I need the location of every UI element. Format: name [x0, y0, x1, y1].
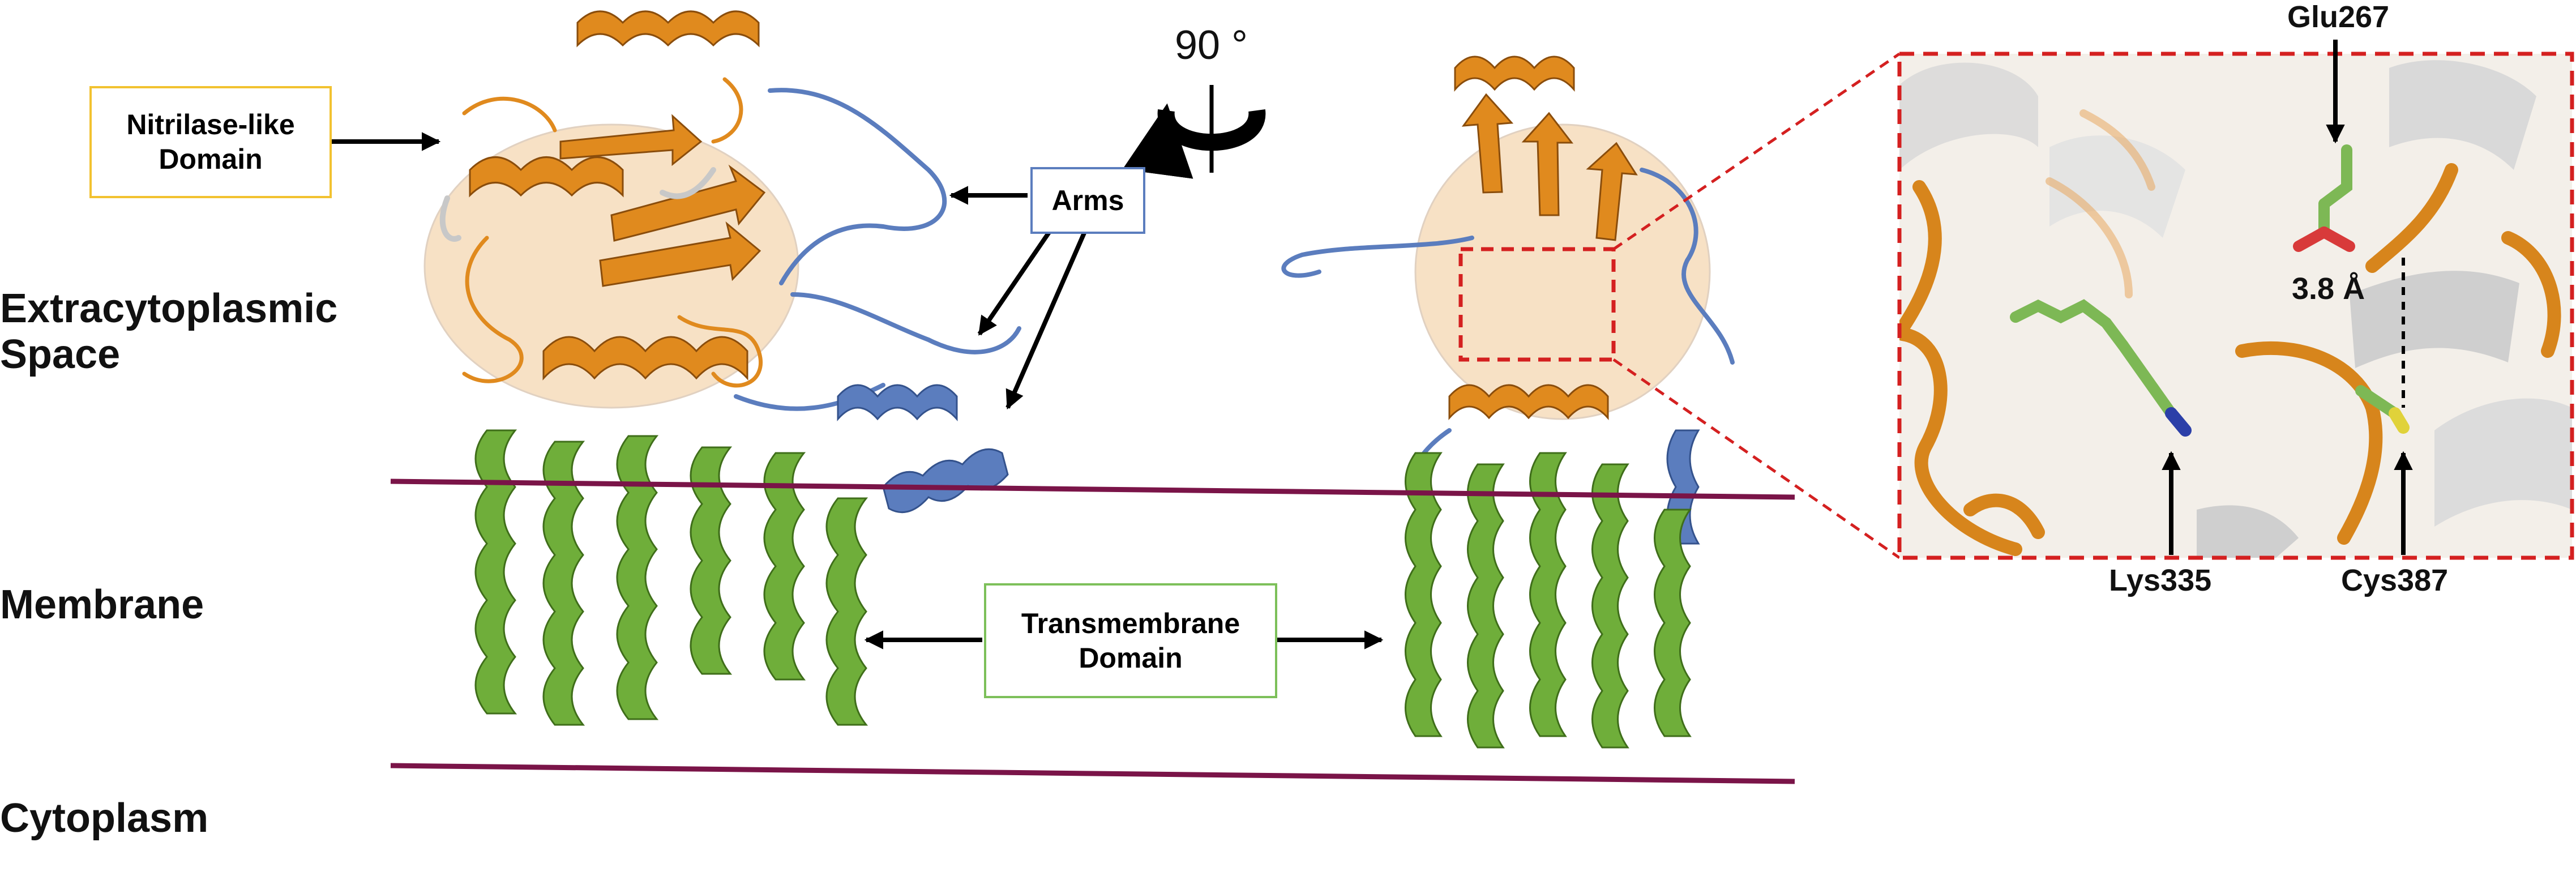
structure-left [423, 10, 1021, 726]
label-extracytoplasmic-line1: Extracytoplasmic [0, 286, 338, 331]
distance-label: 3.8 Å [2292, 272, 2365, 306]
lys-sidechain [2010, 299, 2192, 437]
nitrilase-domain-left [423, 10, 799, 409]
membrane-upper-line [390, 478, 1795, 500]
inset-frame [1897, 52, 2574, 560]
nitrilase-label-line2: Domain [159, 143, 263, 175]
transmembrane-domain-label-box: Transmembrane Domain [984, 583, 1277, 698]
transmembrane-label-line1: Transmembrane [1021, 607, 1240, 639]
nitrilase-label-line1: Nitrilase-like [126, 109, 295, 140]
active-site-inset [1897, 52, 2574, 560]
cys-sidechain [2355, 385, 2410, 434]
label-extracytoplasmic-space: Extracytoplasmic Space [0, 286, 337, 377]
label-extracytoplasmic-line2: Space [0, 331, 121, 377]
label-membrane: Membrane [0, 582, 204, 627]
zoom-box [1458, 247, 1616, 362]
nitrilase-loops-left [462, 77, 763, 388]
nitrilase-domain-label-box: Nitrilase-like Domain [89, 86, 332, 198]
transmembrane-domain-right [1405, 452, 1692, 749]
membrane-lines [390, 478, 1795, 784]
membrane-lower-line [390, 763, 1795, 784]
rotation-label: 90 ° [1175, 23, 1248, 68]
structure-right [1281, 55, 1735, 749]
transmembrane-label-line2: Domain [1079, 642, 1183, 674]
arms-left [734, 88, 1021, 514]
arrow-arms-2 [977, 225, 1055, 336]
glu-sidechain [2293, 144, 2355, 252]
transmembrane-domain-left [474, 429, 868, 726]
lys335-label: Lys335 [2109, 563, 2212, 597]
annotation-arrows [328, 40, 2413, 649]
label-cytoplasm: Cytoplasm [0, 796, 209, 841]
arrow-arms-3 [1005, 225, 1089, 410]
zoom-connectors [1612, 52, 1901, 559]
nitrilase-domain-right [1414, 55, 1711, 420]
arms-label-box: Arms [1030, 167, 1145, 234]
glu267-label: Glu267 [2287, 0, 2390, 34]
cys387-label: Cys387 [2341, 563, 2449, 597]
loops-gray-left [439, 167, 716, 242]
rotation-icon [1122, 85, 1266, 179]
